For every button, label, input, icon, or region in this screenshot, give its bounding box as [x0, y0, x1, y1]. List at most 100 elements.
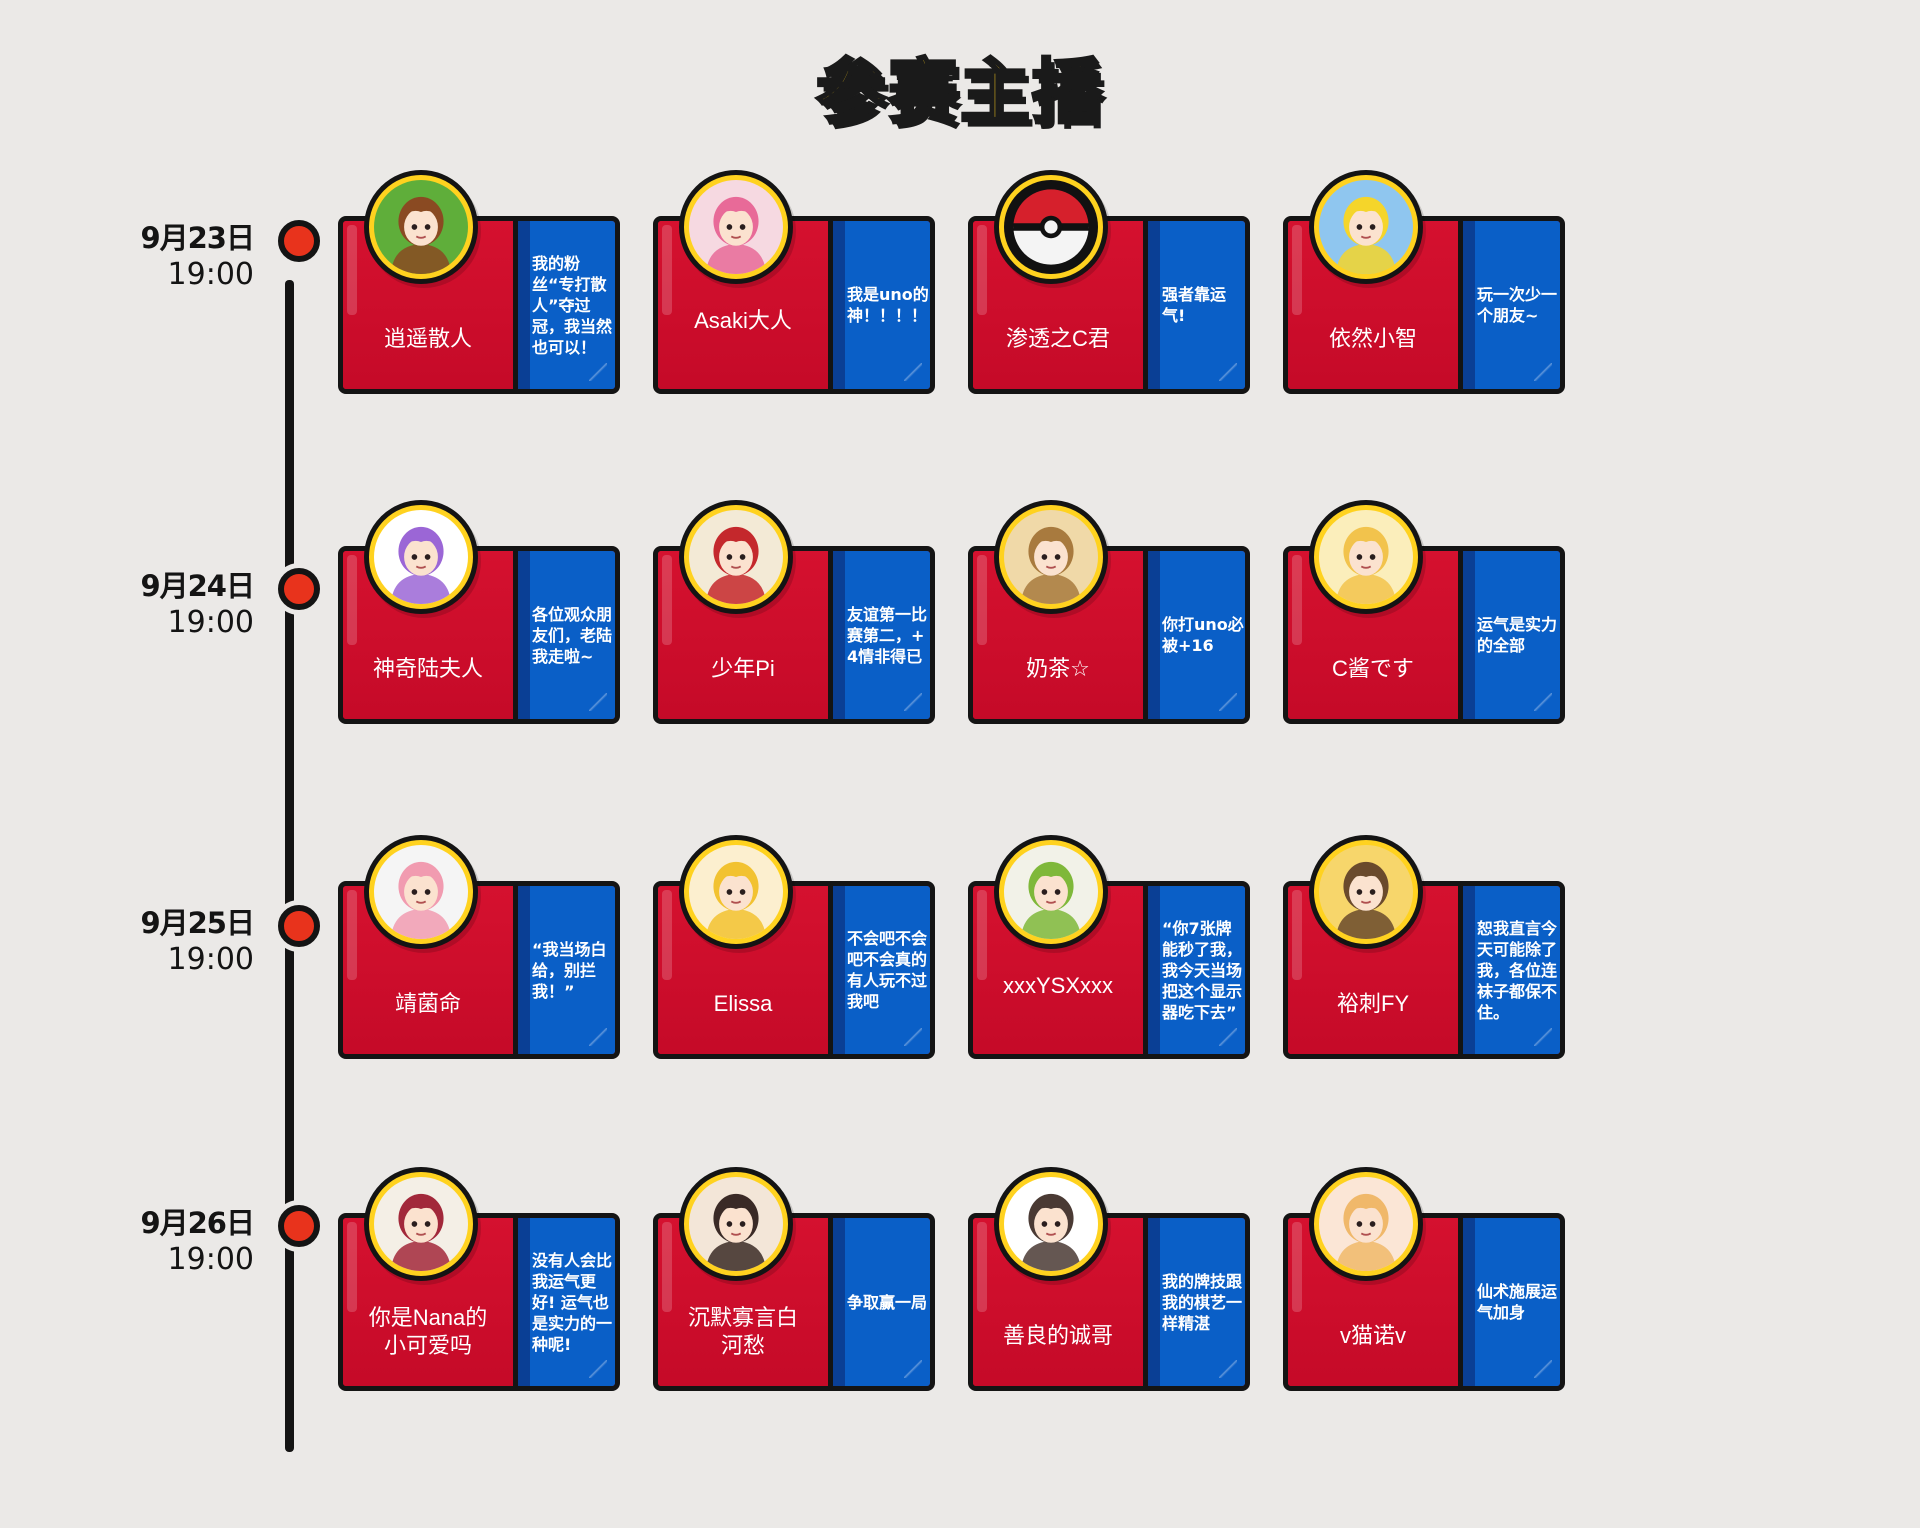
streamer-name: 善良的诚哥 [1002, 1323, 1113, 1348]
card-body: Elissa 不会吧不会吧不会真的有人玩不过我吧 [653, 881, 935, 1059]
streamer-quote: “我当场白给，别拦我！” [532, 939, 607, 1001]
card-quote-panel: 强者靠运气! [1143, 221, 1245, 389]
streamer-quote: 各位观众朋友们，老陆我走啦~ [532, 604, 613, 666]
avatar-glasses-girl-icon[interactable] [1309, 835, 1423, 949]
timeline-dot [278, 220, 320, 262]
streamer-card[interactable]: Asaki大人 我是uno的神！！！！ [653, 170, 935, 394]
streamer-name: xxxYSXxxx [1002, 973, 1114, 998]
streamer-quote: 你打uno必被+16 [1162, 615, 1244, 655]
card-quote-panel: “我当场白给，别拦我！” [513, 886, 615, 1054]
streamer-name: v猫诺v [1339, 1323, 1406, 1348]
card-body: 你是Nana的小可爱吗没有人会比我运气更好! 运气也是实力的一种呢! [338, 1213, 620, 1391]
time-text: 19:00 [167, 942, 254, 977]
streamer-name: 少年Pi [711, 656, 775, 681]
streamer-quote: 恕我直言今天可能除了我，各位连袜子都保不住。 [1477, 918, 1558, 1022]
streamer-name: 奶茶☆ [1026, 656, 1090, 681]
streamer-quote-box: 运气是实力的全部 [1477, 551, 1559, 719]
streamer-card[interactable]: 你是Nana的小可爱吗没有人会比我运气更好! 运气也是实力的一种呢! [338, 1167, 620, 1391]
card-quote-panel: 我是uno的神！！！！ [828, 221, 930, 389]
avatar-cat-santa-hat-icon[interactable] [679, 500, 793, 614]
card-quote-panel: 你打uno必被+16 [1143, 551, 1245, 719]
streamer-name: Asaki大人 [694, 308, 792, 333]
streamer-quote: 我的粉丝“专打散人”夺过冠，我当然也可以！ [532, 253, 613, 357]
streamer-card[interactable]: C酱です 运气是实力的全部 [1283, 500, 1565, 724]
time-text: 19:00 [167, 605, 254, 640]
streamer-quote-box: 玩一次少一个朋友~ [1477, 221, 1559, 389]
streamer-quote-box: 仙术施展运气加身 [1477, 1218, 1559, 1386]
streamer-card[interactable]: 逍遥散人 我的粉丝“专打散人”夺过冠，我当然也可以！ [338, 170, 620, 394]
avatar-catgirl-icon[interactable] [1309, 1167, 1423, 1281]
timeline-dot [278, 905, 320, 947]
timeline-line [285, 280, 294, 1452]
streamer-card[interactable]: 奶茶☆ 你打uno必被+16 [968, 500, 1250, 724]
card-quote-panel: 友谊第一比赛第二，+4情非得已 [828, 551, 930, 719]
avatar-flowers-icon[interactable] [994, 835, 1108, 949]
streamer-card[interactable]: 靖菌命 “我当场白给，别拦我！” [338, 835, 620, 1059]
streamer-quote-box: “你7张牌能秒了我，我今天当场把这个显示器吃下去” [1162, 886, 1244, 1054]
streamer-card[interactable]: 少年Pi 友谊第一比赛第二，+4情非得已 [653, 500, 935, 724]
avatar-purple-hair-icon[interactable] [364, 500, 478, 614]
streamer-card[interactable]: xxxYSXxxx “你7张牌能秒了我，我今天当场把这个显示器吃下去” [968, 835, 1250, 1059]
card-quote-panel: 争取赢一局 [828, 1218, 930, 1386]
streamer-quote: 我是uno的神！！！！ [847, 285, 929, 325]
streamer-quote-box: 争取赢一局 [847, 1218, 929, 1386]
streamer-name: C酱です [1332, 656, 1414, 681]
streamer-quote-box: 各位观众朋友们，老陆我走啦~ [532, 551, 614, 719]
streamer-quote-box: 不会吧不会吧不会真的有人玩不过我吧 [847, 886, 929, 1054]
avatar-blonde-girl-icon[interactable] [1309, 500, 1423, 614]
streamer-quote-box: 强者靠运气! [1162, 221, 1244, 389]
avatar-duck-hood-girl-icon[interactable] [679, 835, 793, 949]
card-quote-panel: 没有人会比我运气更好! 运气也是实力的一种呢! [513, 1218, 615, 1386]
streamer-quote-box: 我的粉丝“专打散人”夺过冠，我当然也可以！ [532, 221, 614, 389]
card-quote-panel: 运气是实力的全部 [1458, 551, 1560, 719]
pokeball-icon[interactable] [994, 170, 1108, 284]
avatar-trainer-pikachu-icon[interactable] [1309, 170, 1423, 284]
streamer-card[interactable]: 沉默寡言白河愁争取赢一局 [653, 1167, 935, 1391]
streamer-card[interactable]: 依然小智 玩一次少一个朋友~ [1283, 170, 1565, 394]
streamer-name: 依然小智 [1328, 326, 1417, 351]
streamer-quote-box: 我的牌技跟我的棋艺一样精湛 [1162, 1218, 1244, 1386]
streamer-name: 靖菌命 [394, 991, 461, 1016]
streamer-quote: 不会吧不会吧不会真的有人玩不过我吧 [847, 929, 928, 1011]
date-text: 9月25日 [140, 906, 255, 940]
streamer-quote: 强者靠运气! [1162, 285, 1227, 325]
streamer-quote-box: “我当场白给，别拦我！” [532, 886, 614, 1054]
streamer-quote: 仙术施展运气加身 [1477, 1282, 1558, 1322]
avatar-chibi-girl-icon[interactable] [364, 170, 478, 284]
streamer-card[interactable]: Elissa 不会吧不会吧不会真的有人玩不过我吧 [653, 835, 935, 1059]
streamer-card[interactable]: 渗透之C君强者靠运气! [968, 170, 1250, 394]
streamer-name: 你是Nana的小可爱吗 [368, 1305, 488, 1358]
avatar-beret-girl-icon[interactable] [364, 1167, 478, 1281]
streamer-quote: “你7张牌能秒了我，我今天当场把这个显示器吃下去” [1162, 918, 1243, 1022]
streamer-quote: 争取赢一局 [847, 1292, 928, 1312]
streamer-card[interactable]: 善良的诚哥 我的牌技跟我的棋艺一样精湛 [968, 1167, 1250, 1391]
streamer-quote-box: 友谊第一比赛第二，+4情非得已 [847, 551, 929, 719]
streamer-quote-box: 你打uno必被+16 [1162, 551, 1244, 719]
avatar-pink-hair-headphones-icon[interactable] [364, 835, 478, 949]
streamer-name: 逍遥散人 [383, 326, 472, 351]
streamer-card[interactable]: v猫诺v 仙术施展运气加身 [1283, 1167, 1565, 1391]
card-quote-panel: 我的粉丝“专打散人”夺过冠，我当然也可以！ [513, 221, 615, 389]
timeline-dot [278, 1205, 320, 1247]
page-title: 参赛主播 [815, 50, 1104, 135]
streamer-quote: 没有人会比我运气更好! 运气也是实力的一种呢! [532, 1250, 613, 1354]
streamer-card[interactable]: 神奇陆夫人各位观众朋友们，老陆我走啦~ [338, 500, 620, 724]
avatar-glasses-boy-icon[interactable] [994, 1167, 1108, 1281]
timeline-dot [278, 568, 320, 610]
card-quote-panel: 仙术施展运气加身 [1458, 1218, 1560, 1386]
avatar-brown-hair-boy-icon[interactable] [994, 500, 1108, 614]
card-quote-panel: “你7张牌能秒了我，我今天当场把这个显示器吃下去” [1143, 886, 1245, 1054]
avatar-pink-hat-girl-icon[interactable] [679, 170, 793, 284]
avatar-twin-tail-girl-icon[interactable] [679, 1167, 793, 1281]
date-text: 9月24日 [140, 569, 255, 603]
date-text: 9月26日 [140, 1206, 255, 1240]
streamer-name: Elissa [713, 991, 773, 1016]
streamer-quote-box: 恕我直言今天可能除了我，各位连袜子都保不住。 [1477, 886, 1559, 1054]
